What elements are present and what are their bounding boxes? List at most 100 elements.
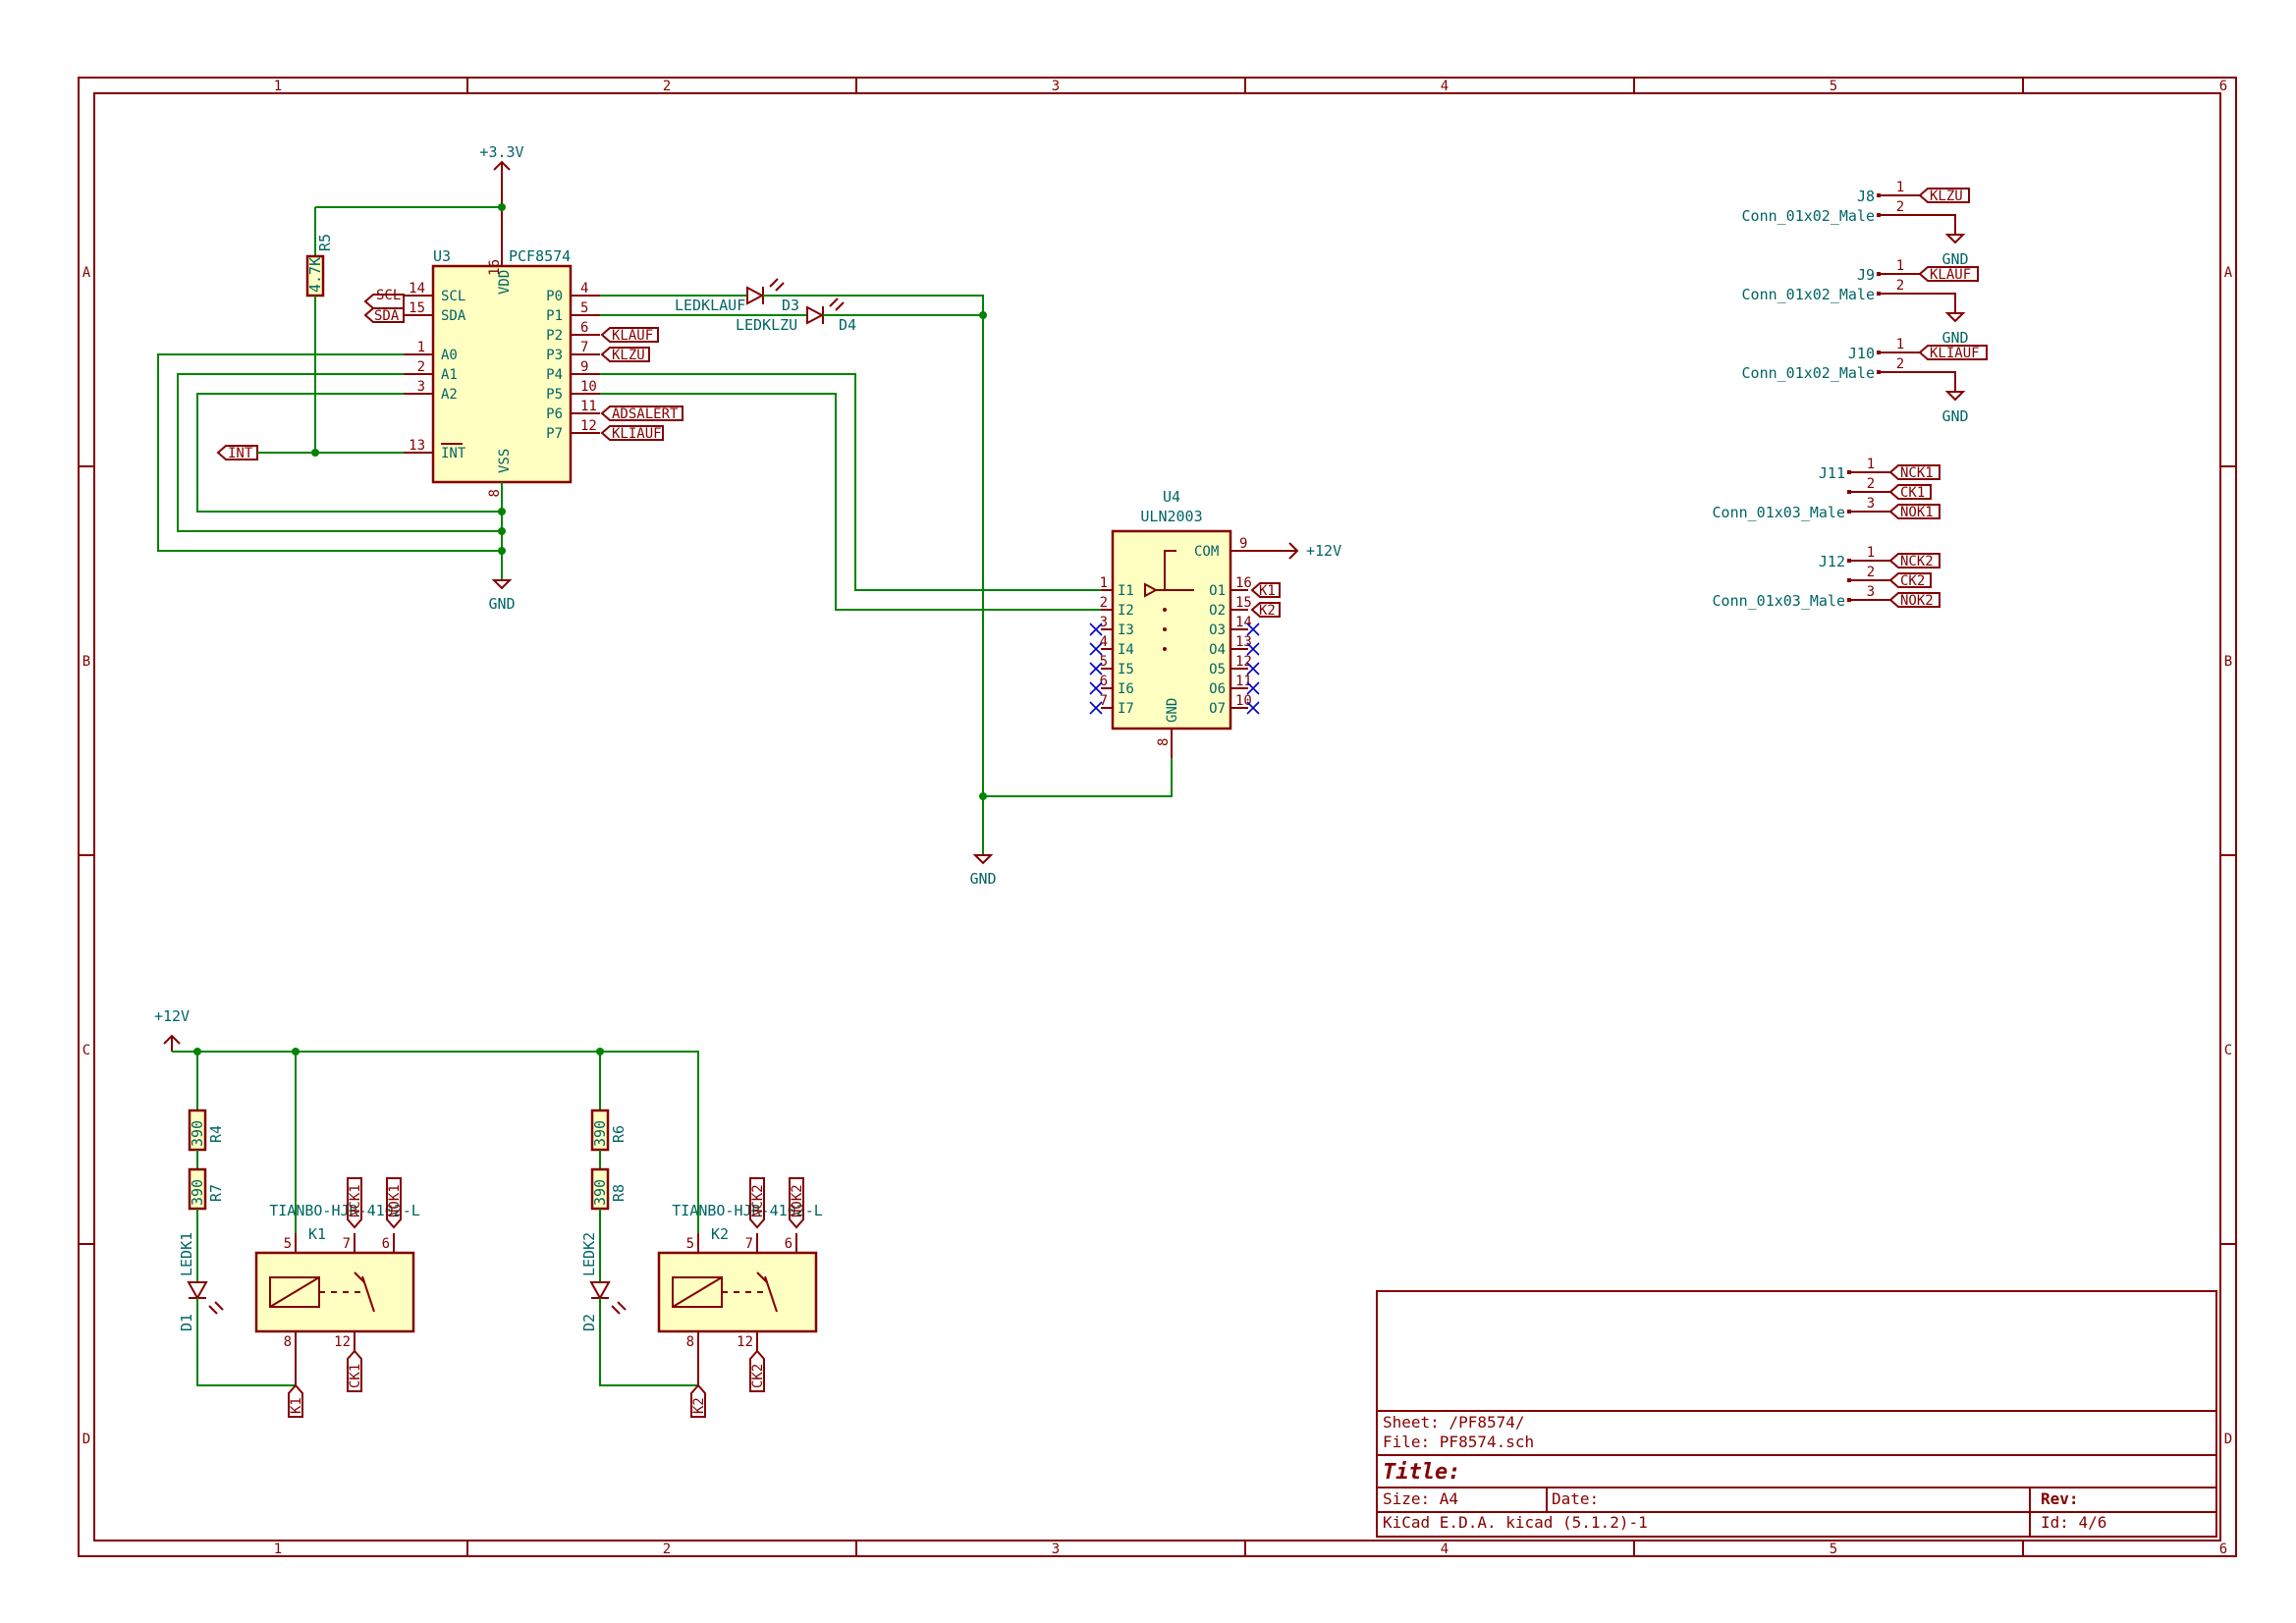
u3-pin-name: P4 xyxy=(546,367,563,383)
u3-pin-num: 12 xyxy=(580,418,597,434)
u3-pin-num: 2 xyxy=(417,359,425,375)
u3-ref: U3 xyxy=(433,247,451,265)
label-text: ADSALERT xyxy=(612,406,679,422)
u3-pin-name: P0 xyxy=(546,289,563,304)
r5-value: 4.7K xyxy=(306,257,324,293)
connector-pin-num: 1 xyxy=(1896,258,1904,274)
led-ray xyxy=(611,1305,621,1315)
connector-pin-num: 1 xyxy=(1867,545,1875,561)
relay-pin-num: 5 xyxy=(686,1236,694,1252)
junction xyxy=(498,203,506,211)
u3-pin-name: P2 xyxy=(546,328,563,344)
u3-pin-num: 1 xyxy=(417,340,425,355)
power-3v3-label: +3.3V xyxy=(479,143,523,161)
u3-pin-name: SCL xyxy=(441,289,465,304)
relay-pin-num: 7 xyxy=(745,1236,753,1252)
u3-pin-name: P3 xyxy=(546,348,563,363)
connector-value: Conn_01x02_Male xyxy=(1742,364,1875,382)
u4-pin-num: 10 xyxy=(1235,693,1252,709)
label-text: NOK1 xyxy=(1900,505,1934,520)
led-ray xyxy=(214,1301,224,1311)
u3-pin-num: 6 xyxy=(580,320,588,336)
no-connect-flag xyxy=(1089,701,1103,715)
no-connect-flag xyxy=(1089,662,1103,676)
relay-body xyxy=(254,1251,415,1333)
resistor-value: 390 xyxy=(189,1179,206,1206)
u3-pin-num: 5 xyxy=(580,300,588,316)
d4-value: LEDKLZU xyxy=(736,316,797,334)
led-ref: D1 xyxy=(178,1314,195,1331)
relay-coil-slash xyxy=(269,1276,320,1308)
row-label-left: C xyxy=(82,1043,90,1058)
connector-pin-end xyxy=(1877,370,1881,374)
connector-pin-num: 2 xyxy=(1896,199,1904,215)
gnd-label: GND xyxy=(1941,407,1968,425)
label-klauf-u3: KLAUF xyxy=(600,327,659,344)
d3-value: LEDKLAUF xyxy=(675,297,745,314)
no-connect-flag xyxy=(1246,681,1260,695)
u3-pin-num: 11 xyxy=(580,399,597,414)
gnd-symbol-main: GND xyxy=(969,854,997,888)
u4-pin-name: I7 xyxy=(1118,701,1134,717)
u3-value: PCF8574 xyxy=(509,247,571,265)
label-text: NOK2 xyxy=(1900,593,1934,609)
u4-pin-num: 5 xyxy=(1100,654,1108,670)
u3-pin-name: A0 xyxy=(441,348,458,363)
u4-pin-name: O2 xyxy=(1209,603,1226,619)
wire xyxy=(196,1298,296,1386)
u3-pin-num: 16 xyxy=(487,259,503,276)
row-label-left: A xyxy=(82,265,91,281)
wire xyxy=(172,1051,699,1248)
no-connect-flag xyxy=(1089,681,1103,695)
connector-ref: J10 xyxy=(1848,345,1875,362)
led-ref: D2 xyxy=(580,1314,598,1331)
power-12v-label: +12V xyxy=(1306,542,1341,560)
col-label-top: 5 xyxy=(1830,79,1837,94)
row-label-right: C xyxy=(2224,1043,2232,1058)
label-k2-u4: K2 xyxy=(1250,602,1281,619)
global-label xyxy=(1888,592,1941,608)
relay-coil-slash xyxy=(672,1276,723,1308)
u3-pin-num: 4 xyxy=(580,281,588,297)
connector-value: Conn_01x02_Male xyxy=(1742,286,1875,303)
gnd-symbol xyxy=(1944,234,1966,244)
label-text: K2 xyxy=(1259,603,1276,619)
connector-pin-end xyxy=(1877,351,1881,354)
u3-pin-name: P7 xyxy=(546,426,563,442)
connector-pin-end xyxy=(1847,598,1851,602)
title-sheet: Sheet: /PF8574/ xyxy=(1383,1413,1525,1432)
u4-pin-num: 16 xyxy=(1235,575,1252,591)
u4-pin-num: 4 xyxy=(1100,634,1108,650)
label-k1-u4: K1 xyxy=(1250,582,1281,599)
u4-pin-name: O5 xyxy=(1209,662,1226,677)
global-label xyxy=(789,1177,804,1229)
junction xyxy=(498,527,506,535)
col-label-top: 3 xyxy=(1052,79,1060,94)
connector-pin-end xyxy=(1877,292,1881,296)
connector-value: Conn_01x03_Male xyxy=(1713,504,1845,521)
relay-switch-contact xyxy=(756,1271,768,1283)
u4-pin-name: I2 xyxy=(1118,603,1134,619)
u3-pin-num: 9 xyxy=(580,359,588,375)
no-connect-flag xyxy=(1246,701,1260,715)
u4-pin-name: O3 xyxy=(1209,622,1226,638)
relay-ref: K2 xyxy=(711,1225,729,1243)
connector-pin-num: 1 xyxy=(1867,457,1875,472)
u4-pin-num: 15 xyxy=(1235,595,1252,611)
title-date: Date: xyxy=(1552,1489,1599,1508)
global-label xyxy=(288,1383,303,1418)
u4-pin-num: 6 xyxy=(1100,674,1108,689)
gnd-wire xyxy=(1920,371,1956,392)
wire xyxy=(599,1298,698,1386)
relay-pin-num: 7 xyxy=(343,1236,351,1252)
u4-pin-num: 12 xyxy=(1235,654,1252,670)
wire xyxy=(983,758,1173,797)
relay-pin-num: 8 xyxy=(284,1334,292,1350)
resistor-value: 390 xyxy=(591,1179,609,1206)
u4-pin-num: 14 xyxy=(1235,615,1252,630)
connector-pin-num: 2 xyxy=(1896,278,1904,294)
row-label-right: A xyxy=(2224,265,2233,281)
col-label-bottom: 2 xyxy=(663,1542,671,1557)
connector-pin-end xyxy=(1847,510,1851,514)
